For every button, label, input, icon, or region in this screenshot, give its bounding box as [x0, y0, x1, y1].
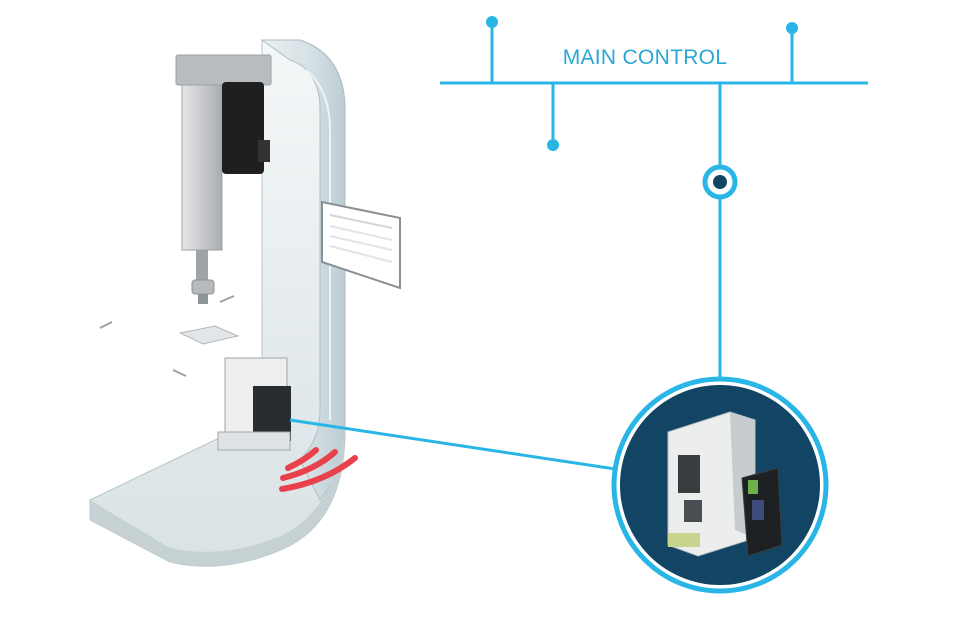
motor-body	[222, 82, 264, 174]
gripper-tip	[198, 294, 208, 304]
main-control-label: MAIN CONTROL	[563, 46, 728, 69]
placement-marker	[220, 296, 234, 302]
drive-connector-block	[684, 500, 702, 522]
actuator-top-mount	[176, 55, 271, 85]
drive-terminal-strip	[668, 533, 700, 547]
workpiece-block	[180, 326, 238, 344]
machine-drive-unit	[218, 358, 291, 450]
actuator-rod	[196, 250, 208, 280]
bus-node	[486, 16, 498, 28]
drive-callout	[614, 379, 826, 591]
actuator-rail	[182, 85, 222, 250]
gripper-head	[192, 280, 214, 294]
drive-base	[218, 432, 290, 450]
linear-actuator	[176, 55, 271, 304]
motor-connector	[258, 140, 270, 162]
bus-junction-icon	[705, 167, 735, 197]
placement-marker	[100, 322, 112, 328]
bus-node	[547, 139, 559, 151]
placement-marker	[173, 370, 186, 376]
io-module-port	[752, 500, 764, 520]
bus-node	[786, 22, 798, 34]
workpiece-area	[100, 296, 238, 376]
io-module-led	[748, 480, 758, 494]
drive-connector-block	[678, 455, 700, 493]
